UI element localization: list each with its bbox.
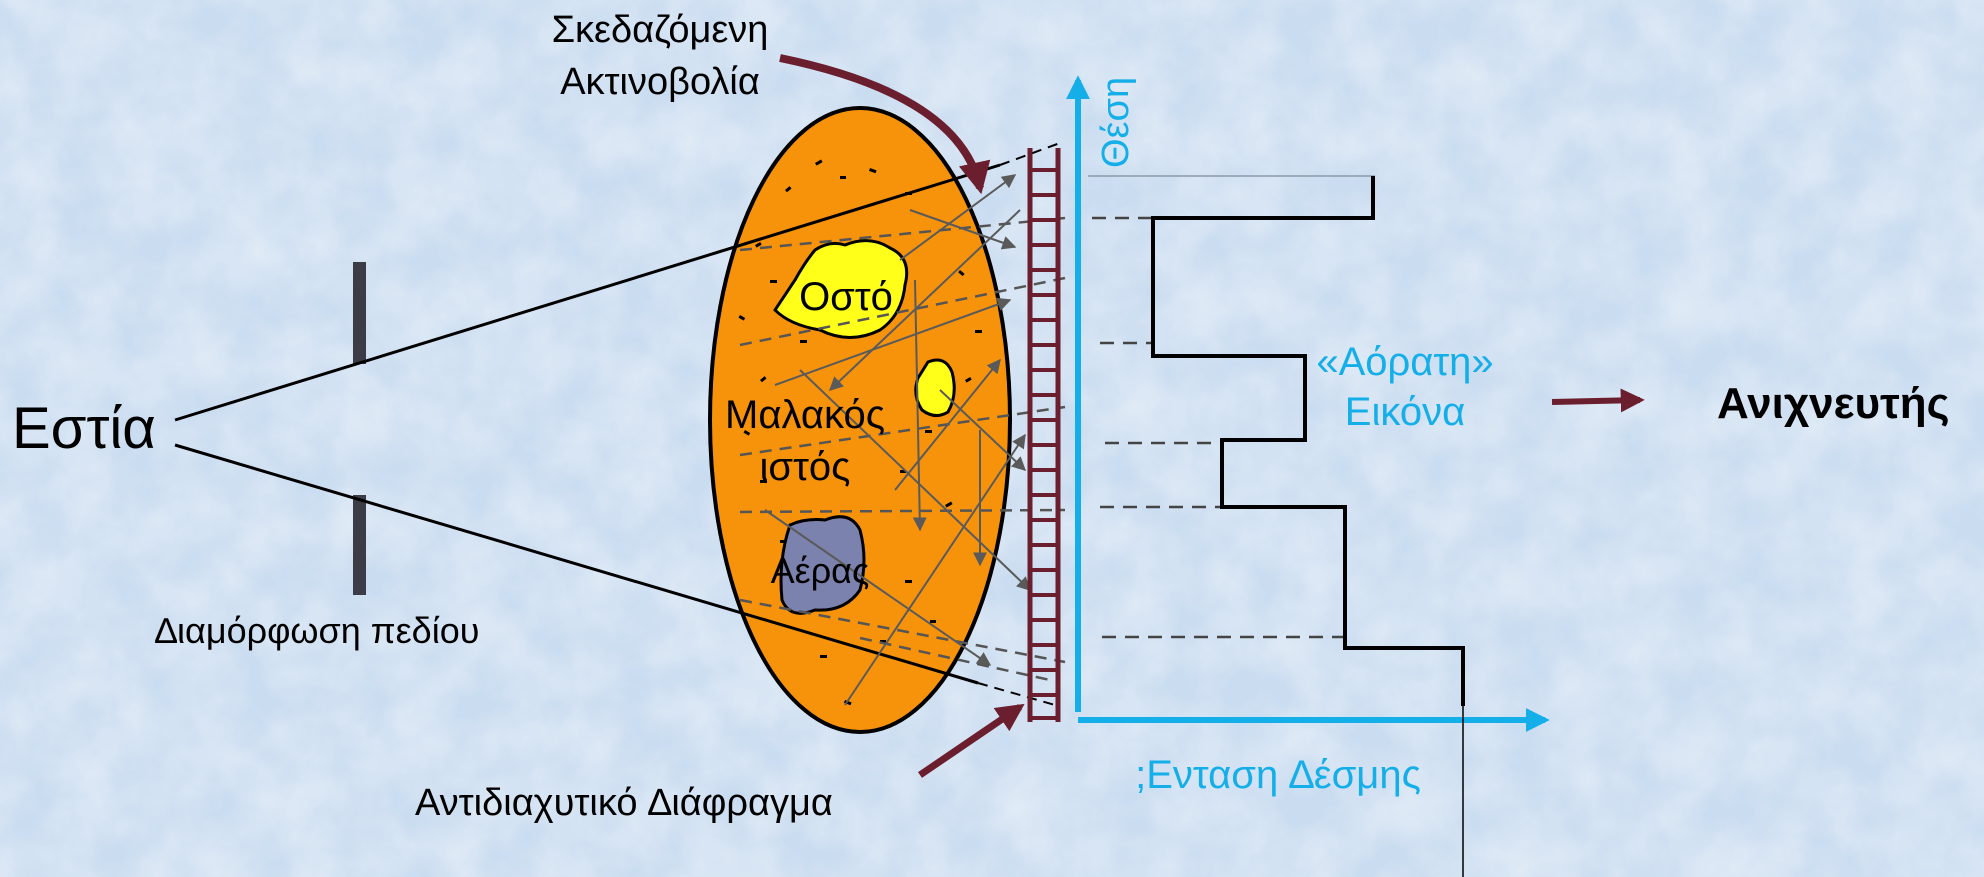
profile-level-lines (1092, 216, 1345, 639)
soft-tissue-label-1: Μαλακός (725, 393, 885, 437)
collimator-upper (353, 262, 366, 364)
scattered-radiation-label-1: Σκεδαζόμενη (552, 9, 769, 51)
primary-rays (739, 216, 1066, 682)
collimator-lower (353, 495, 366, 595)
intensity-profile (1151, 176, 1465, 706)
beam-edge-upper (174, 163, 1001, 422)
anti-scatter-grid (1027, 148, 1061, 722)
air-label: Αέρας (771, 550, 870, 591)
detector-arrow-icon (1551, 388, 1645, 413)
anti-scatter-grid-label: Αντιδιαχυτικό ∆ιάφραγμα (415, 782, 833, 824)
scatter-arrow-icon (779, 54, 991, 195)
beam-intensity-label: ;Ενταση ∆έσμης (1135, 753, 1421, 797)
detector-label: Ανιχνευτής (1717, 379, 1950, 428)
invisible-image-label-1: «Αόρατη» (1316, 340, 1493, 384)
beam-edge-lower-ext (977, 682, 1056, 706)
position-axis-label: Θέση (1095, 77, 1137, 168)
bone-label: Οστό (799, 275, 893, 319)
grid-arrow-icon (918, 703, 1025, 778)
focus-label: Εστία (12, 396, 156, 461)
beam-edge-upper-ext (999, 142, 1061, 166)
bone-region (773, 239, 909, 339)
beam-edge-lower (174, 443, 979, 685)
soft-tissue-label-2: ιστός (760, 445, 851, 489)
scatter-rays (764, 174, 1032, 706)
air-region (779, 515, 866, 615)
scattered-radiation-label-2: Ακτινοβολία (560, 61, 760, 103)
field-shaping-label: ∆ιαμόρφωση πεδίου (155, 610, 479, 651)
invisible-image-label-2: Εικόνα (1345, 390, 1465, 434)
